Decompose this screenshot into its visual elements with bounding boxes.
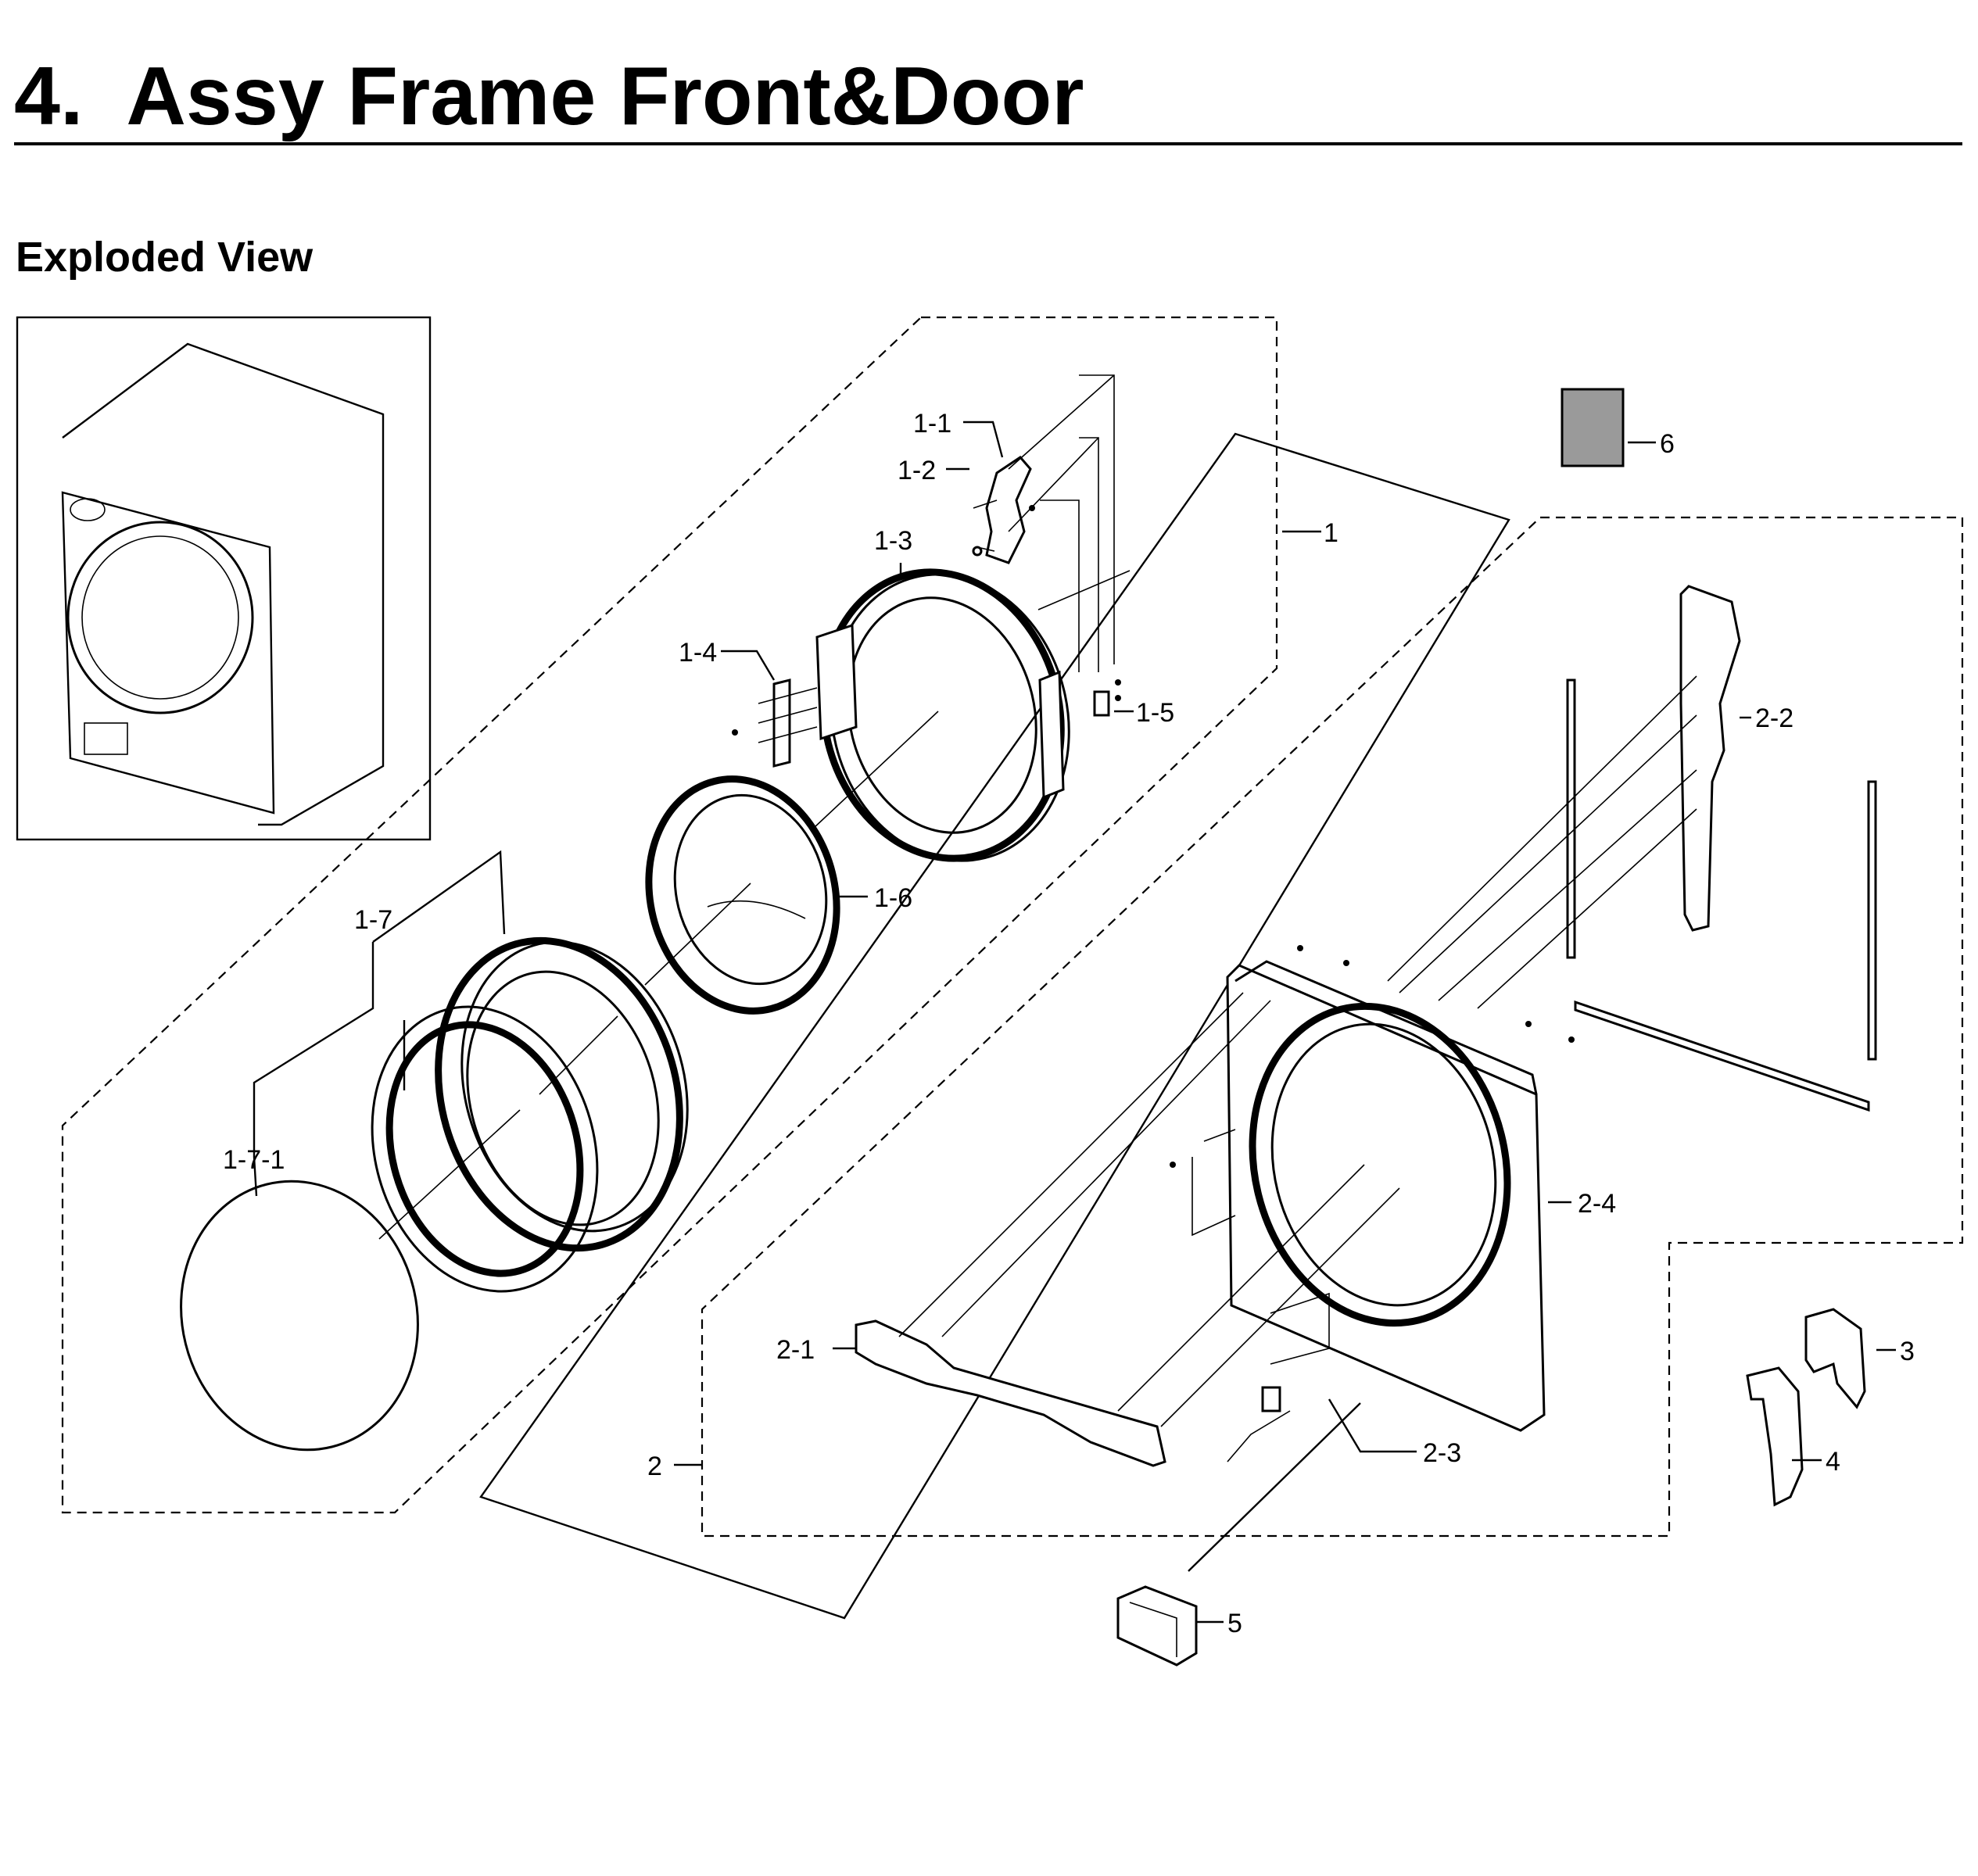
leader-lines (253, 374, 1896, 1624)
part-6-pad (1561, 388, 1625, 467)
label-1-2: 1-2 (898, 456, 936, 485)
title-underline (14, 142, 1962, 145)
part-1-1-hinge (972, 456, 1035, 564)
label-1-5: 1-5 (1136, 698, 1174, 728)
label-2-2: 2-2 (1755, 704, 1793, 733)
label-1-4: 1-4 (679, 638, 717, 668)
part-1-7-door-outer (371, 936, 689, 1293)
part-2-4-front-frame (1170, 945, 1575, 1432)
part-3-bracket (1804, 1308, 1866, 1409)
part-4-bracket (1746, 1366, 1804, 1507)
part-1-7-1-glass (180, 1180, 419, 1452)
group-2-boundary (701, 516, 1964, 1538)
section-subtitle: Exploded View (16, 234, 314, 281)
group-1-boundary (61, 316, 1278, 1514)
seal-strips (1566, 678, 1877, 1112)
label-1-1: 1-1 (913, 409, 951, 439)
part-1-4-bracket (732, 678, 818, 768)
label-5: 5 (1227, 1609, 1242, 1638)
assembled-dryer-thumbnail (16, 316, 432, 841)
label-1: 1 (1324, 518, 1338, 548)
label-2-3: 2-3 (1423, 1438, 1461, 1468)
label-1-7: 1-7 (354, 905, 392, 935)
part-1-3-door-frame (815, 568, 1070, 862)
part-1-6-inner-glass (645, 775, 840, 1015)
label-1-7-1: 1-7-1 (223, 1145, 285, 1175)
label-2: 2 (647, 1452, 662, 1481)
part-2-3-connector (1261, 1386, 1281, 1412)
part-5-box (1116, 1585, 1198, 1667)
part-2-2-side-bracket (1679, 585, 1741, 932)
label-6: 6 (1660, 429, 1675, 459)
label-1-3: 1-3 (874, 526, 912, 556)
label-1-6: 1-6 (874, 883, 912, 913)
page-title: 4. Assy Frame Front&Door (14, 50, 1084, 142)
part-labels: 1 1-1 1-2 1-3 1-4 1-5 1-6 1-7 1-7-1 2 2-… (223, 409, 1915, 1638)
part-2-1-kickplate (855, 1319, 1166, 1467)
label-2-4: 2-4 (1578, 1189, 1616, 1219)
label-4: 4 (1826, 1447, 1840, 1477)
part-1-5-latch (1093, 679, 1121, 717)
label-3: 3 (1900, 1337, 1915, 1366)
label-2-1: 2-1 (776, 1335, 815, 1365)
